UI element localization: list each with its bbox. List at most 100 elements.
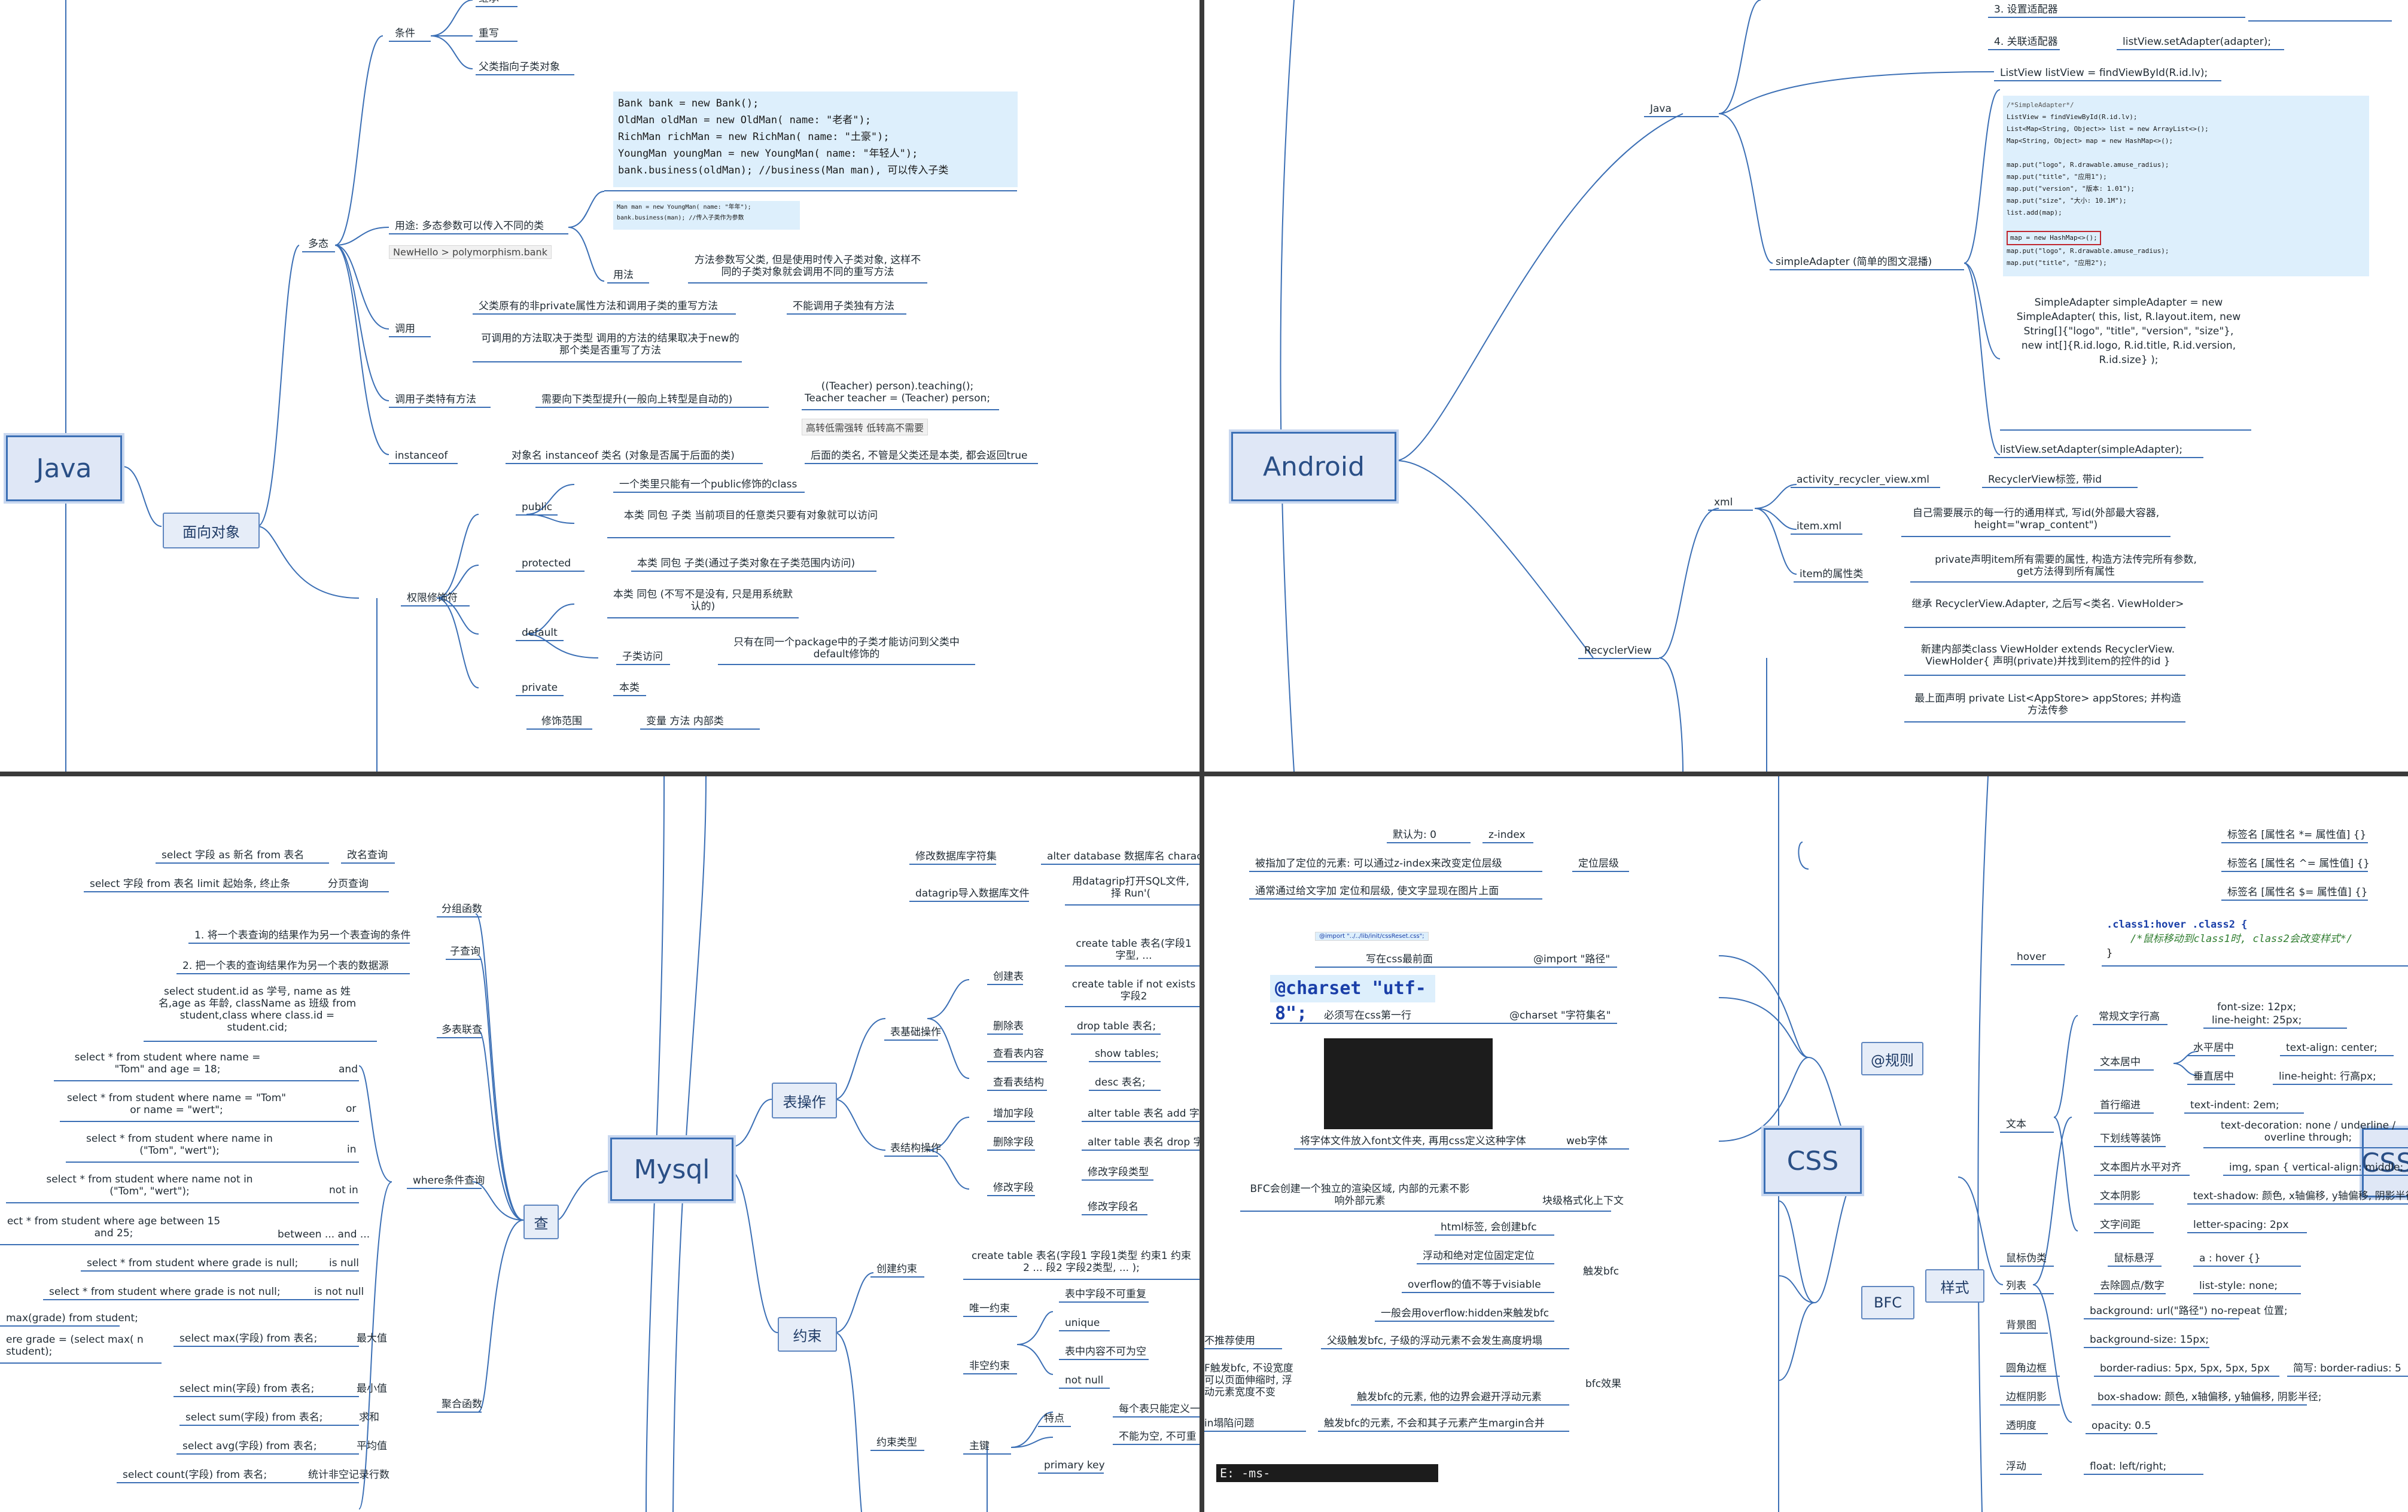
override-label[interactable]: 重写 (479, 28, 499, 39)
constraint-type-label[interactable]: 约束类型 (876, 1437, 917, 1449)
bfc-context-label[interactable]: 块级格式化上下文 (1542, 1195, 1624, 1207)
add-column-label[interactable]: 增加字段 (993, 1108, 1034, 1120)
position-level-label[interactable]: 定位层级 (1578, 858, 1619, 870)
datagrip-label[interactable]: datagrip导入数据库文件 (915, 888, 1030, 900)
mysql-root-node[interactable]: Mysql (610, 1138, 733, 1201)
and-label[interactable]: and (339, 1063, 358, 1075)
oop-node[interactable]: 面向对象 (163, 513, 260, 548)
bg-image-label[interactable]: 背景图 (2006, 1319, 2036, 1331)
query-node[interactable]: 查 (523, 1205, 559, 1239)
create-table-label[interactable]: 创建表 (993, 971, 1024, 983)
opacity-label[interactable]: 透明度 (2006, 1420, 2036, 1432)
create-constraint-label[interactable]: 创建约束 (876, 1263, 917, 1275)
webfont-label[interactable]: web字体 (1566, 1135, 1608, 1147)
simple-adapter-label[interactable]: simpleAdapter (简单的图文混播) (1776, 256, 1932, 268)
alias-label[interactable]: 改名查询 (347, 849, 388, 861)
h-center-label[interactable]: 水平居中 (2193, 1042, 2234, 1054)
text-shadow-label[interactable]: 文本阴影 (2100, 1190, 2141, 1202)
drop-column-label[interactable]: 删除字段 (993, 1136, 1034, 1148)
default-label[interactable]: default (522, 627, 558, 639)
avg-label[interactable]: 平均值 (357, 1440, 387, 1452)
drop-table-label[interactable]: 删除表 (993, 1020, 1024, 1032)
method-label[interactable]: 用法 (613, 269, 634, 281)
import-rule[interactable]: @import "路径" (1533, 953, 1611, 965)
line-height-label[interactable]: 常规文字行高 (2099, 1011, 2160, 1023)
item-xml-label[interactable]: item.xml (1797, 520, 1842, 532)
aggregate-label[interactable]: 聚合函数 (442, 1398, 482, 1410)
default-child-label[interactable]: 子类访问 (622, 651, 663, 663)
isnotnull-label[interactable]: is not null (314, 1286, 364, 1298)
v-center-label[interactable]: 垂直居中 (2193, 1071, 2234, 1083)
table-ops-node[interactable]: 表操作 (772, 1083, 837, 1118)
letter-spacing-label[interactable]: 文字间距 (2100, 1219, 2141, 1231)
recyclerview-label[interactable]: RecyclerView (1584, 645, 1652, 657)
protected-label[interactable]: protected (522, 557, 571, 569)
notnull-constraint-label[interactable]: 非空约束 (969, 1360, 1010, 1372)
at-rules-node[interactable]: @规则 (1861, 1042, 1923, 1075)
polymorphism-label[interactable]: 多态 (308, 238, 328, 250)
group-func-label[interactable]: 分组函数 (442, 903, 482, 915)
isnull-label[interactable]: is null (329, 1257, 359, 1269)
constraint-node[interactable]: 约束 (778, 1317, 837, 1352)
where-label[interactable]: where条件查询 (413, 1175, 485, 1187)
access-modifier-label[interactable]: 权限修饰符 (407, 592, 458, 604)
usage-label[interactable]: 用途: 多态参数可以传入不同的类 (395, 220, 544, 232)
z-index-label[interactable]: z-index (1488, 829, 1526, 841)
text-label[interactable]: 文本 (2006, 1118, 2026, 1130)
join-label[interactable]: 多表联查 (442, 1024, 482, 1036)
box-shadow-label[interactable]: 边框阴影 (2006, 1391, 2047, 1403)
in-label[interactable]: in (347, 1144, 357, 1156)
style-node[interactable]: 样式 (1925, 1269, 1984, 1303)
text-center-label[interactable]: 文本居中 (2100, 1056, 2141, 1068)
table-struct-label[interactable]: 表结构操作 (890, 1142, 941, 1154)
paging-label[interactable]: 分页查询 (328, 878, 369, 890)
trigger-bfc-label[interactable]: 触发bfc (1583, 1266, 1619, 1278)
condition-label[interactable]: 条件 (395, 28, 415, 39)
modify-name-label[interactable]: 修改字段名 (1088, 1201, 1138, 1213)
mouse-hover-label[interactable]: 鼠标悬浮 (2114, 1252, 2154, 1264)
java-root-node[interactable]: Java (6, 435, 122, 501)
css-center-node[interactable]: CSS (1764, 1128, 1862, 1194)
bfc-effect-label[interactable]: bfc效果 (1585, 1378, 1622, 1390)
unique-constraint-label[interactable]: 唯一约束 (969, 1303, 1010, 1315)
xml-label[interactable]: xml (1714, 496, 1733, 508)
primary-key-label[interactable]: 主键 (969, 1440, 990, 1452)
decoration-label[interactable]: 下划线等装饰 (2100, 1133, 2161, 1145)
parent-ref-child-label[interactable]: 父类指向子类对象 (479, 61, 560, 73)
float-label[interactable]: 浮动 (2006, 1461, 2026, 1473)
indent-label[interactable]: 首行缩进 (2100, 1099, 2141, 1111)
public-label[interactable]: public (522, 501, 553, 513)
modify-type-label[interactable]: 修改字段类型 (1088, 1166, 1149, 1178)
view-struct-label[interactable]: 查看表结构 (993, 1077, 1044, 1089)
view-content-label[interactable]: 查看表内容 (993, 1048, 1044, 1060)
modify-column-label[interactable]: 修改字段 (993, 1182, 1034, 1194)
count-label[interactable]: 统计非空记录行数 (308, 1469, 389, 1481)
set-adapter-step[interactable]: 3. 设置适配器 (1994, 4, 2058, 16)
activity-xml-label[interactable]: activity_recycler_view.xml (1797, 474, 1929, 486)
bfc-node[interactable]: BFC (1861, 1286, 1914, 1319)
max-label[interactable]: 最大值 (357, 1333, 387, 1345)
notin-label[interactable]: not in (329, 1184, 358, 1196)
item-attr-label[interactable]: item的属性类 (1800, 568, 1864, 580)
charset-rule[interactable]: @charset "字符集名" (1509, 1010, 1611, 1022)
hover-label[interactable]: hover (2017, 951, 2046, 963)
subquery-label[interactable]: 子查询 (450, 946, 480, 958)
feature-label[interactable]: 特点 (1044, 1413, 1064, 1425)
css-root-node[interactable]: CSS (2361, 1128, 2408, 1197)
list-label[interactable]: 列表 (2006, 1280, 2026, 1292)
inherit-label[interactable]: 继承 (479, 0, 499, 5)
charset-label[interactable]: 修改数据库字符集 (915, 850, 997, 862)
table-basic-label[interactable]: 表基础操作 (890, 1026, 941, 1038)
img-align-label[interactable]: 文本图片水平对齐 (2100, 1162, 2181, 1173)
border-radius-label[interactable]: 圆角边框 (2006, 1362, 2047, 1374)
private-label[interactable]: private (522, 682, 558, 694)
sum-label[interactable]: 求和 (359, 1412, 379, 1423)
min-label[interactable]: 最小值 (357, 1383, 387, 1395)
scope-label[interactable]: 修饰范围 (541, 715, 582, 727)
mouse-pseudo-label[interactable]: 鼠标伪类 (2006, 1252, 2047, 1264)
bind-adapter-step[interactable]: 4. 关联适配器 (1994, 36, 2058, 48)
call-child-label[interactable]: 调用子类特有方法 (395, 394, 476, 406)
or-label[interactable]: or (346, 1103, 357, 1115)
android-root-node[interactable]: Android (1231, 432, 1396, 501)
between-label[interactable]: between ... and ... (278, 1228, 370, 1240)
